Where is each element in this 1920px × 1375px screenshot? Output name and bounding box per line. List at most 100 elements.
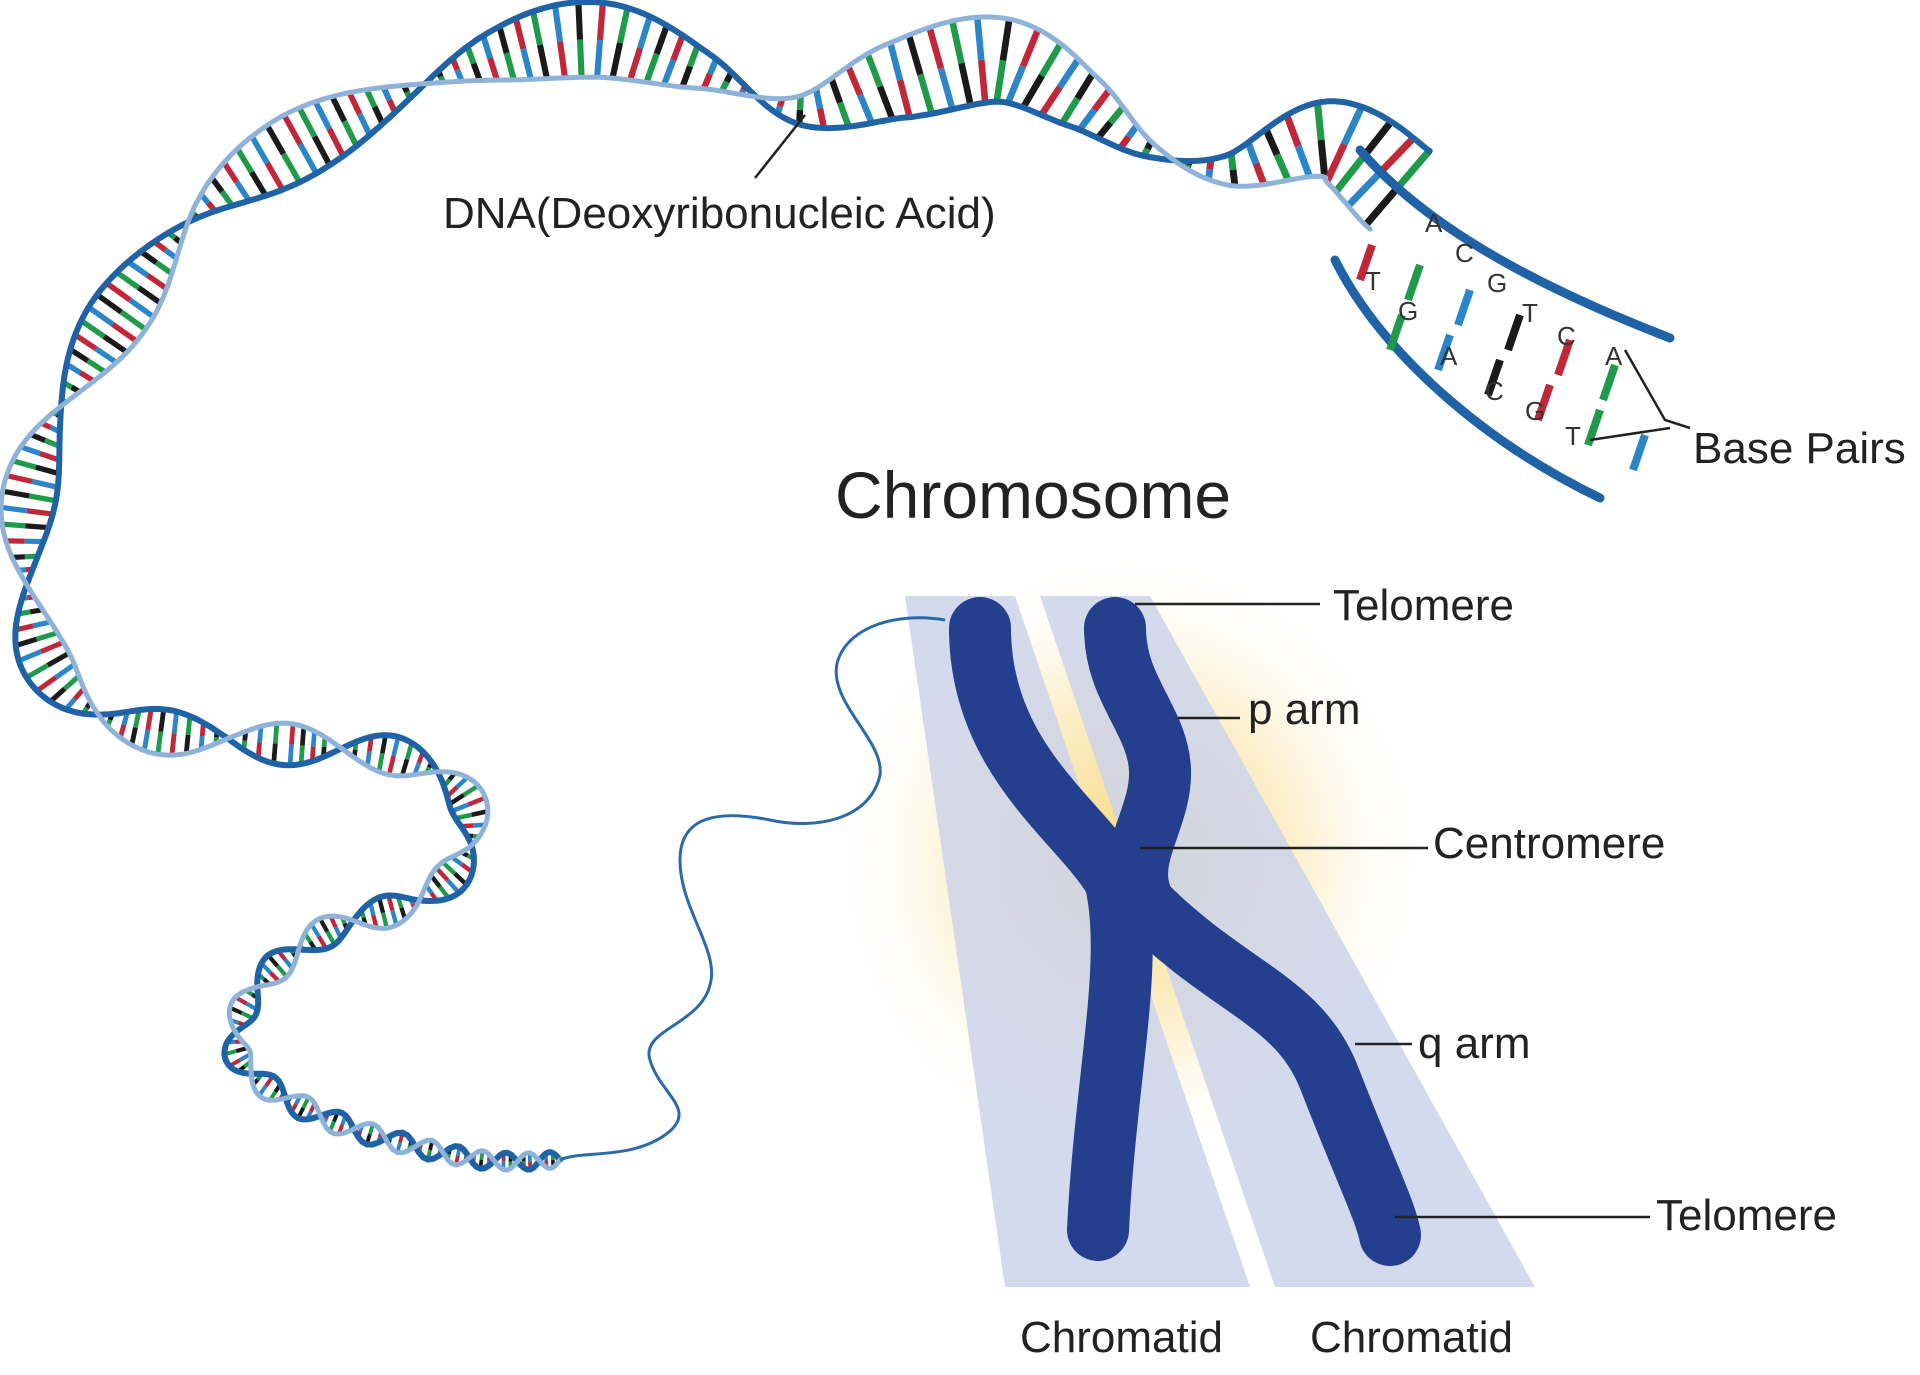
base-letter: T bbox=[1565, 421, 1581, 451]
base-pair-rung bbox=[141, 729, 151, 752]
base-pair-rung bbox=[1038, 42, 1064, 78]
base-pair-rung bbox=[26, 508, 54, 517]
base-pair-rung bbox=[700, 72, 713, 90]
base-pair-rung bbox=[329, 95, 347, 123]
base-pair-rung bbox=[272, 723, 280, 744]
base-pair-rung bbox=[905, 34, 924, 76]
base-pair-rung bbox=[462, 783, 480, 797]
base-pairs-label: Base Pairs bbox=[1693, 424, 1906, 473]
dna-thread-into-chromosome bbox=[559, 616, 946, 1162]
base-pair-rung bbox=[1262, 127, 1281, 157]
base-letter: A bbox=[1425, 208, 1443, 238]
base-pair-rung bbox=[1252, 162, 1268, 186]
base-pair-rung bbox=[32, 619, 52, 629]
base-pair-rung bbox=[887, 42, 904, 81]
base-pair-rung bbox=[616, 7, 631, 44]
base-pair-rung bbox=[95, 292, 123, 315]
base-pair-rung bbox=[249, 170, 269, 198]
base-pair-rung bbox=[487, 57, 500, 81]
base-pair-rung bbox=[958, 62, 974, 107]
base-pair-rung bbox=[312, 100, 332, 131]
base-pair-rung bbox=[287, 744, 294, 766]
base-pair-rung bbox=[0, 504, 28, 514]
base-pair-rung bbox=[2, 488, 30, 499]
base-pair-rung bbox=[158, 708, 167, 733]
base-pair-rung bbox=[137, 285, 163, 306]
base-pair-rung bbox=[221, 160, 239, 184]
base-pair-rung bbox=[1107, 104, 1126, 125]
base-pair-rung bbox=[876, 85, 896, 121]
dna-label: DNA(Deoxyribonucleic Acid) bbox=[443, 189, 996, 238]
base-pair-rung bbox=[1313, 102, 1325, 141]
base-pair-rung bbox=[556, 41, 568, 79]
base-pair-rung bbox=[828, 77, 844, 104]
base-pair-rung bbox=[86, 358, 107, 375]
leader-lines bbox=[754, 114, 1691, 1219]
base-pair-rung bbox=[594, 39, 604, 78]
dna-backbone-strand-b bbox=[0, 14, 1373, 1173]
base-pair-rung bbox=[857, 93, 875, 125]
base-pair-rung bbox=[1, 521, 26, 529]
base-pair-rung bbox=[311, 135, 333, 167]
base-letter: A bbox=[1605, 341, 1623, 371]
base-pair-rung bbox=[129, 727, 138, 746]
base-pair-rung bbox=[128, 297, 156, 320]
base-pair-rung bbox=[1038, 85, 1063, 117]
base-pair-rung bbox=[249, 134, 270, 165]
base-pair-rung bbox=[1229, 169, 1239, 187]
base-letter: G bbox=[1398, 296, 1418, 326]
base-pair-rung bbox=[637, 15, 653, 50]
base-pair-rung bbox=[471, 809, 489, 817]
base-pair-rung bbox=[11, 458, 37, 470]
base-pair-rung bbox=[480, 34, 493, 59]
base-pair-rung bbox=[264, 161, 286, 192]
base-pair-rung bbox=[1019, 28, 1042, 68]
base-pair-rung bbox=[386, 755, 396, 776]
base-pair-rung bbox=[1341, 105, 1365, 146]
base-pair-rung bbox=[391, 736, 401, 757]
base-pair-rung bbox=[687, 44, 701, 68]
base-pair-rung bbox=[94, 346, 118, 365]
base-pair-rung bbox=[376, 753, 385, 773]
base-pair-rung bbox=[145, 708, 154, 731]
base-pair-rung bbox=[35, 464, 60, 477]
base-letter: G bbox=[1525, 396, 1545, 426]
base-letter: C bbox=[1557, 321, 1576, 351]
base-pair-rung bbox=[300, 726, 307, 746]
base-pair-rung bbox=[1095, 120, 1114, 141]
open-base-pair-rung bbox=[1454, 288, 1474, 327]
base-pair-rung bbox=[35, 630, 59, 642]
open-base-pair-rung bbox=[1629, 433, 1649, 472]
base-pair-rung bbox=[234, 147, 255, 174]
base-pair-rung bbox=[380, 912, 389, 929]
base-pair-rung bbox=[864, 52, 884, 88]
open-base-pair-rung bbox=[1504, 313, 1524, 352]
base-pairs-leader-line bbox=[1589, 349, 1691, 442]
base-letter: C bbox=[1485, 376, 1504, 406]
base-pair-rung bbox=[25, 663, 50, 680]
base-pair-rung bbox=[399, 758, 410, 777]
base-pair-rung bbox=[1294, 144, 1313, 178]
base-pair-rung bbox=[1317, 139, 1329, 178]
base-pair-rung bbox=[271, 743, 278, 764]
centromere-label: Centromere bbox=[1433, 819, 1665, 868]
base-pair-rung bbox=[1323, 142, 1348, 184]
base-pair-rung bbox=[993, 59, 1007, 103]
base-pair-rung bbox=[1333, 154, 1367, 194]
base-pair-rung bbox=[816, 107, 828, 129]
base-pair-rung bbox=[281, 113, 303, 146]
telomere-bottom-label: Telomere bbox=[1656, 1191, 1837, 1240]
base-pair-rung bbox=[1057, 57, 1082, 89]
base-pair-rung bbox=[79, 318, 106, 339]
base-letter: C bbox=[1455, 238, 1474, 268]
base-pair-rung bbox=[434, 866, 450, 882]
base-pair-rung bbox=[115, 270, 141, 291]
base-pair-rung bbox=[643, 52, 660, 84]
base-pair-rung bbox=[1345, 169, 1384, 209]
base-pair-rung bbox=[1362, 185, 1401, 228]
base-pair-rung bbox=[937, 67, 956, 111]
base-pair-rung bbox=[977, 59, 989, 104]
base-pair-rung bbox=[111, 322, 139, 344]
base-pair-rung bbox=[48, 686, 67, 704]
